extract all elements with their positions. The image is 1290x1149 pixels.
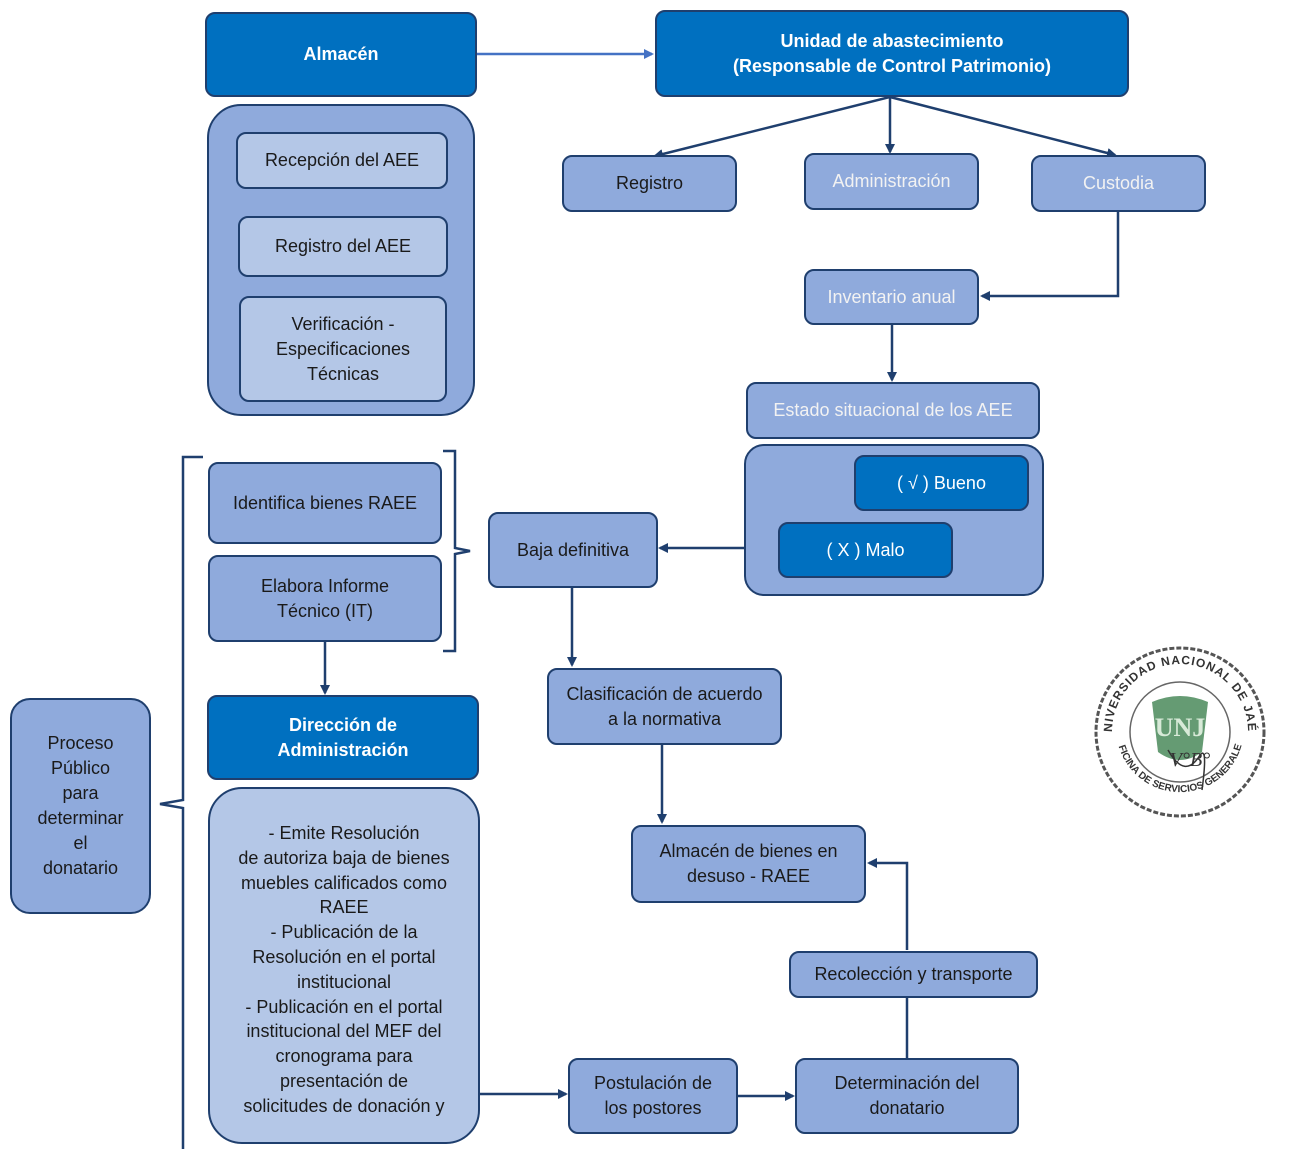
direccion-body: - Emite Resolución de autoriza baja de b… <box>208 787 480 1144</box>
proceso-box: Proceso Público para determinar el donat… <box>10 698 151 914</box>
almacen-raee-box: Almacén de bienes en desuso - RAEE <box>631 825 866 903</box>
arrow-unidad-registro <box>653 95 891 159</box>
informe-box: Elabora Informe Técnico (IT) <box>208 555 442 642</box>
determinacion-box: Determinación del donatario <box>795 1058 1019 1134</box>
recepcion-box: Recepción del AEE <box>236 132 448 189</box>
bueno-option: ( √ ) Bueno <box>854 455 1029 511</box>
verificacion-box: Verificación - Especificaciones Técnicas <box>239 296 447 402</box>
arrow-custodia-inventario <box>980 211 1120 301</box>
registro-aee-box: Registro del AEE <box>238 216 448 277</box>
arrow-unidad-custodia <box>889 95 1117 158</box>
arrow-recoleccion-almacen-raee <box>867 858 909 950</box>
inventario-box: Inventario anual <box>804 269 979 325</box>
unidad-title: Unidad de abastecimiento (Responsable de… <box>655 10 1129 97</box>
recoleccion-box: Recolección y transporte <box>789 951 1038 998</box>
malo-option: ( X ) Malo <box>778 522 953 578</box>
postulacion-box: Postulación de los postores <box>568 1058 738 1134</box>
university-seal: UNIVERSIDAD NACIONAL DE JAÉN OFICINA DE … <box>1090 640 1266 818</box>
almacen-title: Almacén <box>205 12 477 97</box>
clasificacion-box: Clasificación de acuerdo a la normativa <box>547 668 782 745</box>
identifica-box: Identifica bienes RAEE <box>208 462 442 544</box>
baja-definitiva-box: Baja definitiva <box>488 512 658 588</box>
bracket-left <box>159 455 203 1149</box>
estado-title-box: Estado situacional de los AEE <box>746 382 1040 439</box>
registro-box: Registro <box>562 155 737 212</box>
bracket-right <box>443 449 471 653</box>
seal-center: UNJ <box>1155 713 1206 742</box>
custodia-box: Custodia <box>1031 155 1206 212</box>
direccion-title: Dirección de Administración <box>207 695 479 780</box>
administracion-box: Administración <box>804 153 979 210</box>
